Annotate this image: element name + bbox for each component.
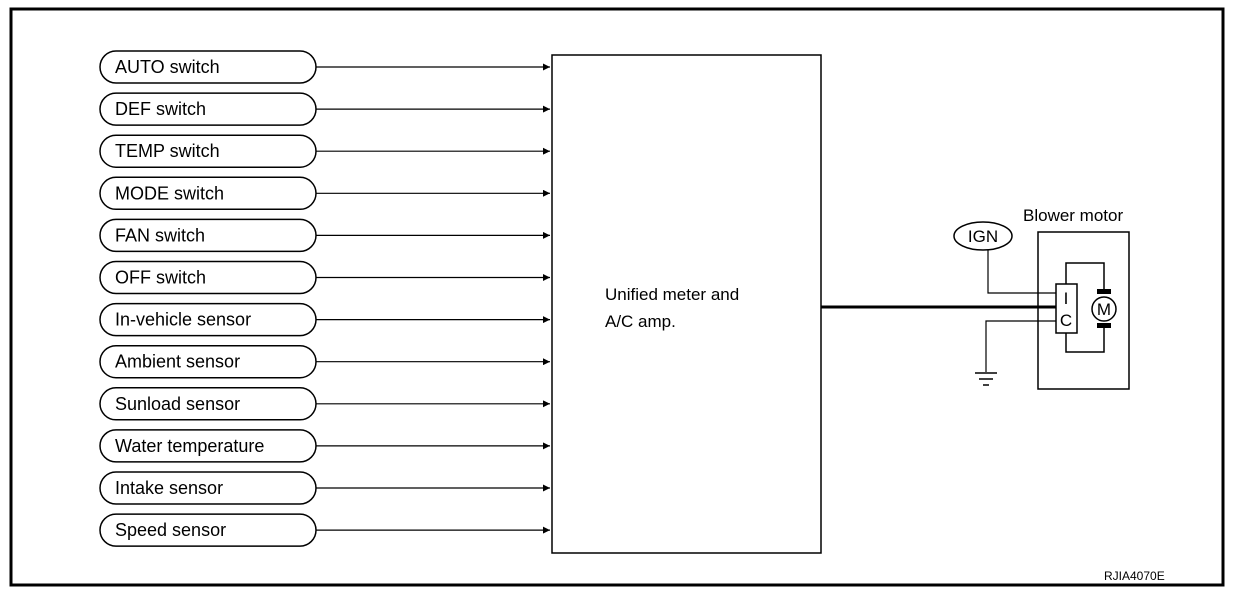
input-label: OFF switch	[115, 268, 206, 288]
input-label: In-vehicle sensor	[115, 310, 251, 330]
input-row: OFF switch	[99, 260, 550, 295]
motor-loop-top	[1065, 262, 1105, 289]
ign-wire	[987, 250, 1056, 294]
amp-label-line2: A/C amp.	[605, 312, 676, 331]
motor-loop-bottom	[1065, 328, 1105, 353]
input-row: TEMP switch	[99, 134, 550, 168]
motor-brush-bottom	[1097, 323, 1111, 328]
input-label: Ambient sensor	[115, 352, 240, 372]
input-label: FAN switch	[115, 225, 205, 245]
amp-label-line1: Unified meter and	[605, 285, 739, 304]
input-row: MODE switch	[99, 176, 550, 211]
amp-box	[551, 54, 822, 554]
figure-code: RJIA4070E	[1104, 569, 1165, 583]
input-label: AUTO switch	[115, 57, 220, 77]
blower-motor-box	[1037, 231, 1130, 390]
motor-symbol	[1091, 296, 1117, 322]
input-label: Sunload sensor	[115, 394, 240, 414]
motor-brush-top	[1097, 289, 1111, 294]
diagram-frame	[9, 7, 1225, 587]
input-label: TEMP switch	[115, 141, 220, 161]
input-label: Intake sensor	[115, 478, 223, 498]
input-row: Intake sensor	[99, 471, 550, 505]
input-label: MODE switch	[115, 183, 224, 203]
ign-label: IGN	[968, 227, 998, 246]
ground-symbol	[975, 372, 997, 386]
input-row: Water temperature	[99, 429, 550, 463]
input-label: DEF switch	[115, 99, 206, 119]
motor-label: M	[1097, 300, 1111, 319]
blower-motor-title: Blower motor	[1023, 206, 1123, 225]
ground-wire	[985, 320, 1056, 372]
ic-label-bottom: C	[1060, 311, 1072, 330]
ign-bubble	[953, 221, 1013, 251]
input-row: FAN switch	[99, 218, 550, 253]
input-row: In-vehicle sensor	[99, 302, 550, 337]
input-row: AUTO switch	[99, 50, 550, 84]
input-row: DEF switch	[99, 92, 550, 126]
ic-label-top: I	[1064, 289, 1069, 308]
input-row: Ambient sensor	[99, 344, 550, 379]
input-row: Sunload sensor	[99, 387, 550, 421]
input-label: Speed sensor	[115, 520, 226, 540]
input-label: Water temperature	[115, 436, 264, 456]
input-row: Speed sensor	[99, 513, 550, 547]
